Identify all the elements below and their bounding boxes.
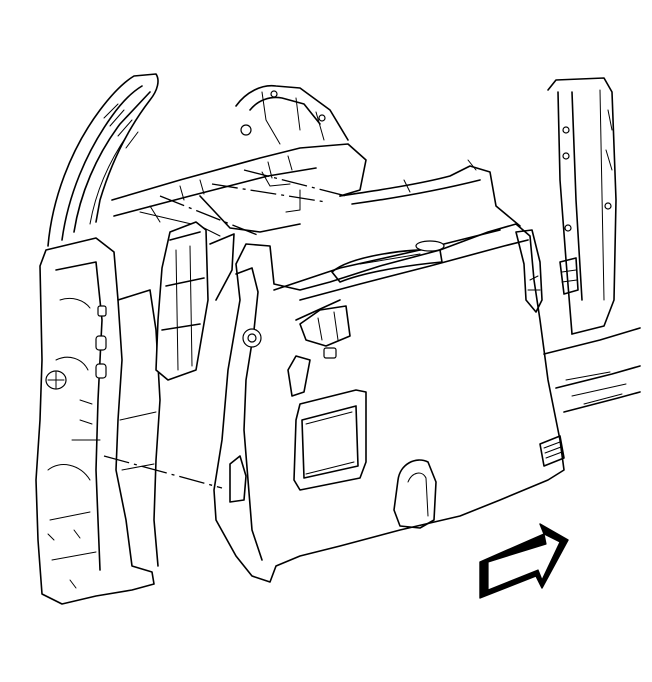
rear-door-opening-structure: [543, 77, 641, 413]
rail-hole-icon: [240, 124, 252, 136]
cupholder-icon: [415, 240, 445, 252]
alignment-line-1: [159, 195, 261, 237]
alignment-line-2: [211, 183, 327, 203]
center-trim-strips: [155, 221, 235, 381]
alignment-line-3: [243, 169, 347, 197]
roof-rail-inner-structure: [111, 84, 521, 237]
front-of-vehicle-arrow: [479, 523, 569, 599]
lower-quarter-trim-panel: [103, 223, 565, 583]
install-alignment-line: [103, 455, 223, 489]
body-pillar-structure: [35, 73, 161, 605]
